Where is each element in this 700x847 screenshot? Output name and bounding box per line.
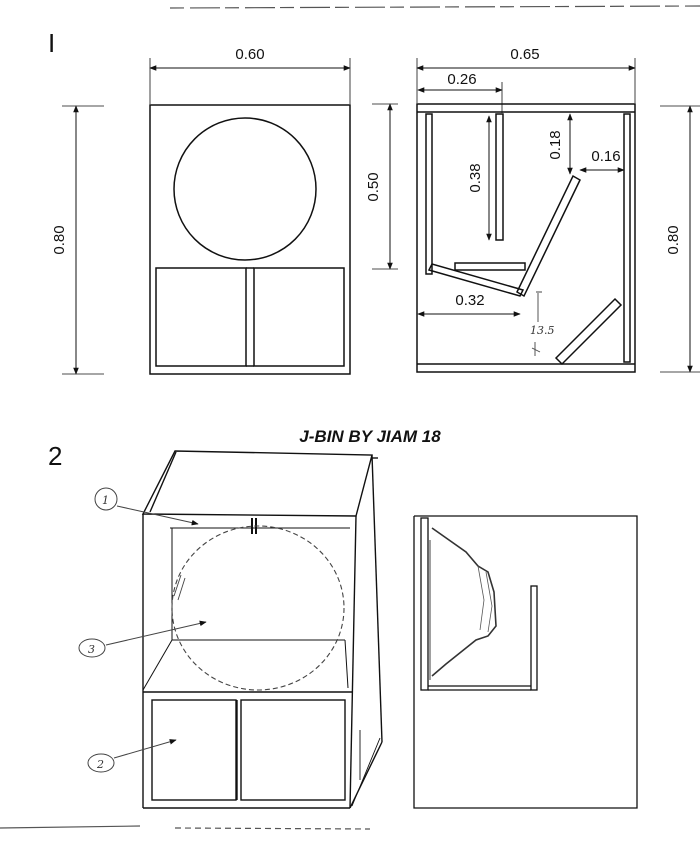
front-cabinet-outline <box>149 104 351 375</box>
cabinet-top <box>141 450 373 517</box>
center-baffle <box>495 113 504 241</box>
drawing-title: J-BIN BY JIAM 18 <box>299 427 441 446</box>
side-offset-dim: 0.26 <box>447 71 476 88</box>
inner-divider <box>623 113 631 363</box>
callout-2-label: 2 <box>96 758 104 771</box>
callout-2-circle <box>87 753 115 773</box>
port-opening-left <box>155 267 247 367</box>
section-rear-baffle <box>530 585 538 691</box>
front-baffle-board <box>425 113 433 275</box>
port-opening-right <box>253 267 345 367</box>
bottom-panel <box>427 263 525 297</box>
front-view <box>62 58 398 375</box>
side-depth-dim: 0.65 <box>510 46 539 63</box>
handwritten-note: 13.5 <box>530 324 555 337</box>
woofer-cutout <box>173 117 317 261</box>
callout-markers <box>78 487 207 773</box>
section-front-baffle <box>420 517 429 691</box>
section-1-label: I <box>48 28 55 58</box>
side-gap-horizontal-dim: 0.16 <box>591 148 620 165</box>
perspective-port-left <box>151 699 237 801</box>
side-bottom-run-dim: 0.32 <box>455 292 484 309</box>
woofer-dashed-outline <box>171 525 345 691</box>
side-cabinet-outline <box>416 103 636 373</box>
cabinet-front-right-edge <box>349 515 357 809</box>
front-width-dim: 0.60 <box>235 46 264 63</box>
section-2-label: 2 <box>48 441 62 471</box>
callout-3-circle <box>78 638 106 658</box>
side-view <box>416 58 700 373</box>
side-height-dim: 0.80 <box>665 225 682 254</box>
side-gap-vertical-dim: 0.18 <box>547 130 564 159</box>
short-shelf <box>454 262 526 271</box>
perspective-view <box>141 450 383 809</box>
callout-1-label: 1 <box>102 494 109 507</box>
callout-1-circle <box>94 487 118 511</box>
perspective-side-section <box>413 515 638 809</box>
woofer-cone-profile <box>431 527 497 677</box>
perspective-port-right <box>240 699 346 801</box>
front-height-dim: 0.80 <box>51 225 68 254</box>
side-baffle-dim: 0.38 <box>467 163 484 192</box>
section-outline <box>413 515 638 809</box>
cabinet-side-back-edge <box>371 454 383 743</box>
callout-3-label: 3 <box>88 643 95 656</box>
angled-reflector <box>516 174 581 298</box>
front-opening-dim: 0.50 <box>365 172 382 201</box>
corner-deflector <box>554 297 623 366</box>
scan-edge-marks <box>0 5 700 830</box>
